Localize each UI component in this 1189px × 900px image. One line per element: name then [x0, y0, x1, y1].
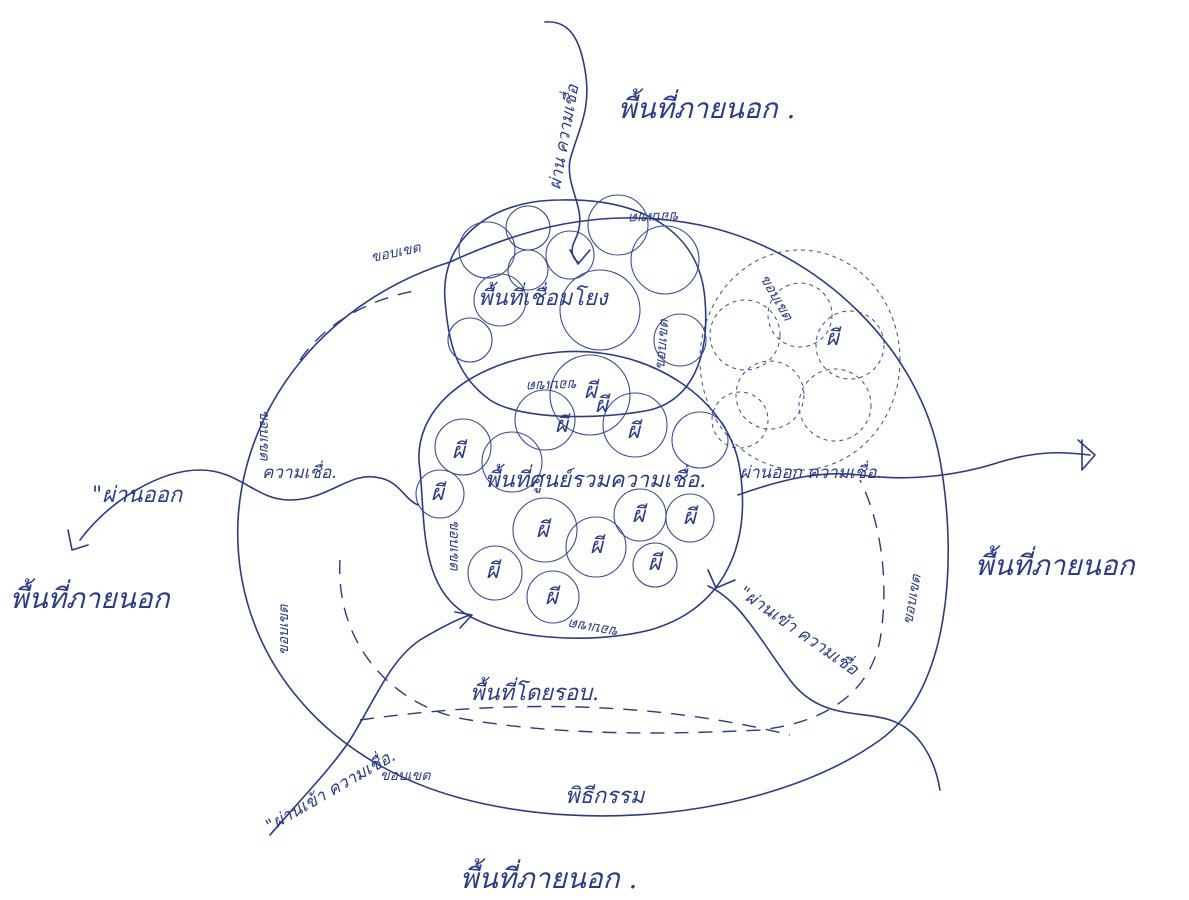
ritual-label: พิธีกรรม	[565, 784, 646, 809]
boundary-label-dotted-right: ขอบเขต	[757, 272, 796, 324]
boundary-label-linking-left: ขอบเขต	[256, 410, 272, 461]
flow-left-belief-label: ความเชื่อ.	[262, 460, 337, 483]
surrounding-area-label: พื้นที่โดยรอบ.	[470, 676, 599, 706]
surrounding-zone-dashed	[340, 480, 884, 733]
ghost-label: ผี	[431, 481, 447, 506]
ghost-label: ผี	[683, 505, 699, 530]
central-belief-area	[416, 351, 742, 638]
flow-left-out-label: "ผ่านออก	[92, 483, 184, 508]
outer-area-label-right: พื้นที่ภายนอก	[975, 545, 1137, 582]
outer-area-label-top: พื้นที่ภายนอก .	[618, 88, 795, 125]
ghost-label: ผี	[627, 419, 643, 444]
surrounding-zone-dashed-left	[300, 290, 420, 360]
ghost-label: ผี	[826, 326, 842, 351]
ghost-label: ผี	[452, 439, 468, 464]
boundary-label-inner-left: ขอบเขต	[446, 520, 462, 571]
ghost-label: ผี	[595, 393, 611, 418]
outer-area-label-left: พื้นที่ภายนอก	[10, 578, 172, 615]
outer-area-label-bottom: พื้นที่ภายนอก .	[460, 858, 637, 895]
linking-area-label: พื้นที่เชื่อมโยง	[478, 281, 610, 311]
boundary-label-inner-bottom: ขอบเขต	[567, 615, 620, 640]
boundary-label-central-top: ขอบเขต	[527, 376, 579, 394]
ghost-label: ผี	[536, 518, 552, 543]
boundary-label-bottom-ring: ขอบเขต	[380, 768, 431, 784]
flow-right-label: ผ่านออก ความเชื่อ.	[740, 460, 882, 483]
surrounding-zone-dashed-mid	[360, 706, 790, 735]
ghost-label: ผี	[545, 585, 561, 610]
boundary-label-linking-right: ขอบเขต	[652, 318, 672, 370]
boundary-label-top-inner: ขอบเขต	[629, 208, 681, 226]
ghost-label: ผี	[486, 559, 502, 584]
ghost-label: ผี	[632, 503, 648, 528]
ghost-label: ผี	[648, 551, 664, 576]
boundary-label-left-ring: ขอบเขต	[276, 604, 292, 655]
ghost-label: ผี	[590, 534, 606, 559]
boundary-label-top-ring: ขอบเขต	[370, 240, 423, 266]
boundary-label-right-ring: ขอบเขต	[900, 572, 925, 625]
central-area-label: พื้นที่ศูนย์รวมความเชื่อ.	[485, 463, 706, 493]
flow-lower-left-label: "ผ่านเข้า ความเชื่อ.	[261, 743, 399, 836]
